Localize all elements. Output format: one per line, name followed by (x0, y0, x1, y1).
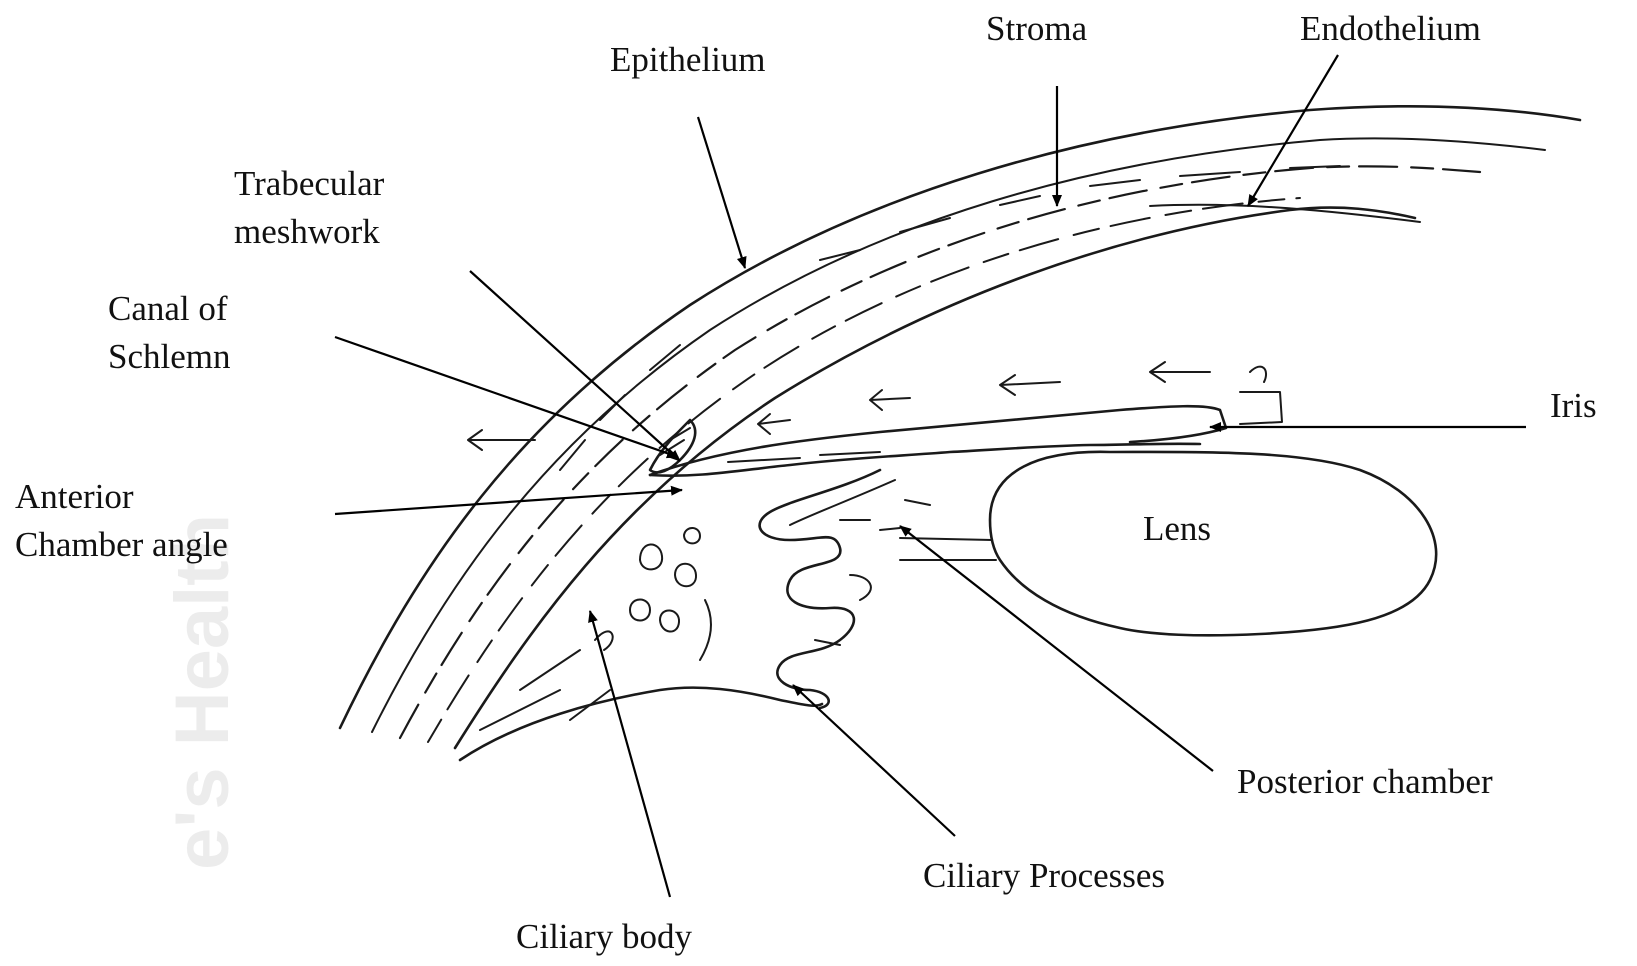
label-stroma: Stroma (986, 9, 1088, 48)
label-epithelium: Epithelium (610, 40, 766, 79)
label-ciliary-processes: Ciliary Processes (923, 856, 1166, 895)
cornea (338, 105, 1582, 750)
ciliary-processes-shape (758, 468, 931, 710)
pointer-posterior-chamber (899, 525, 1214, 772)
label-trabecular-line1: Trabecular (234, 164, 385, 203)
watermark: e's Health (160, 514, 245, 870)
pointer-endothelium (1247, 54, 1339, 207)
ciliary-body-shape (458, 527, 824, 762)
pointer-ciliary-processes (792, 684, 956, 837)
label-iris: Iris (1550, 386, 1597, 425)
pointer-epithelium (696, 116, 747, 269)
label-pointers (334, 54, 1526, 898)
label-canal-line1: Canal of (108, 289, 228, 328)
label-canal-line2: Schlemn (108, 337, 231, 376)
label-ciliary-body: Ciliary body (516, 917, 692, 956)
label-posterior-chamber: Posterior chamber (1237, 762, 1493, 801)
pointer-canal-of-schlemn (334, 335, 679, 459)
label-trabecular-line2: meshwork (234, 212, 380, 251)
pointer-trabecular-meshwork (469, 270, 681, 462)
pointer-anterior-chamber-angle (334, 485, 683, 516)
label-anterior-line2: Chamber angle (15, 525, 228, 564)
label-anterior-line1: Anterior (15, 477, 134, 516)
flow-arrows (467, 361, 1211, 451)
label-endothelium: Endothelium (1300, 9, 1481, 48)
svg-text:e's Health: e's Health (160, 514, 245, 870)
pointer-ciliary-body (588, 610, 672, 898)
label-lens: Lens (1143, 509, 1212, 548)
iris (648, 365, 1283, 477)
